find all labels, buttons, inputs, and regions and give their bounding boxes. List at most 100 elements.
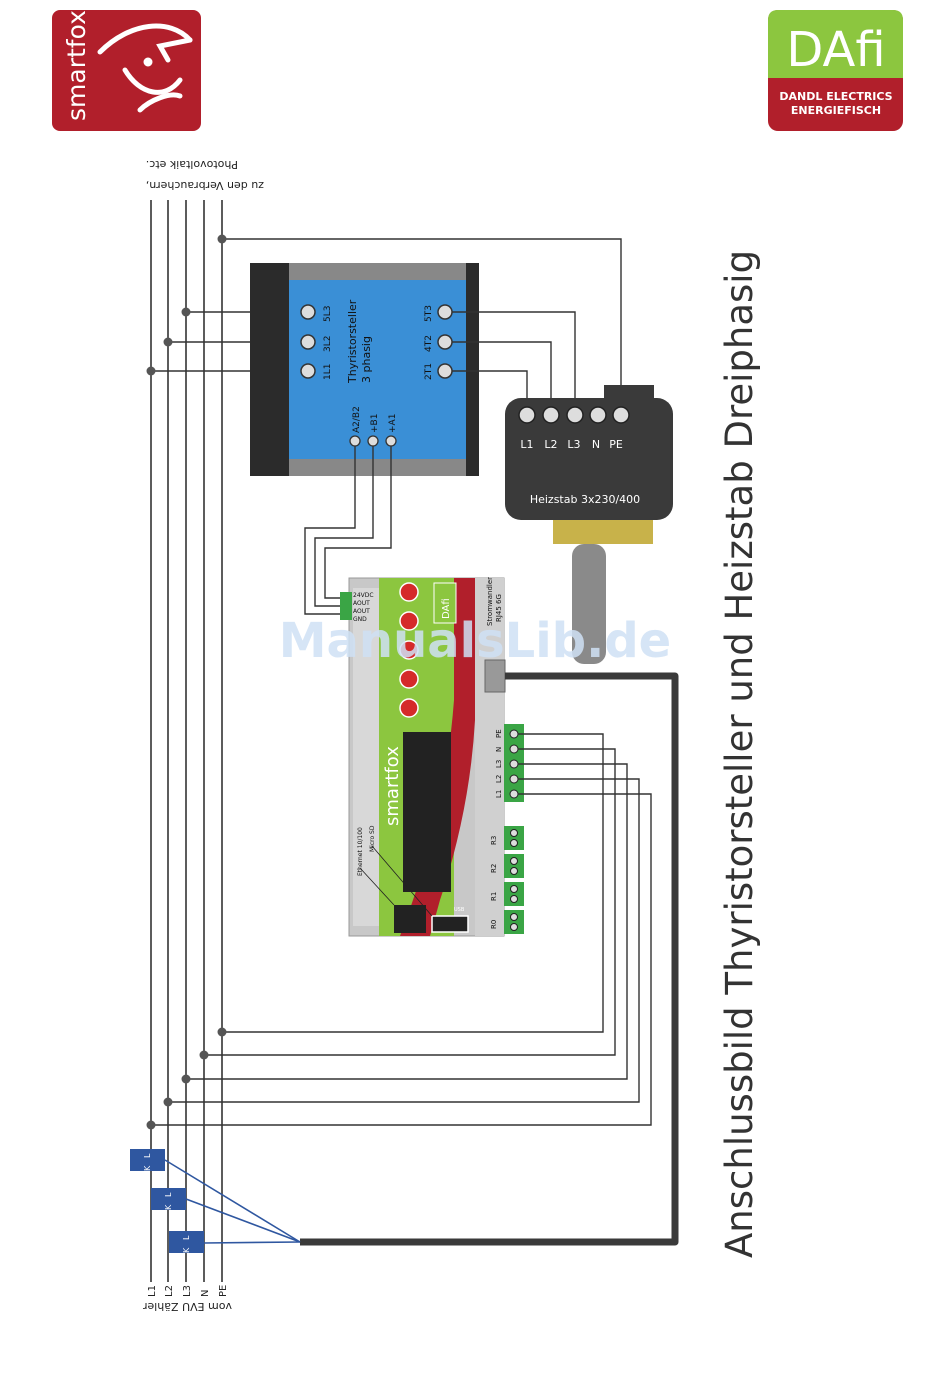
- smartfox-brand-text: smartfox: [382, 746, 403, 826]
- power-label-l2: L2: [495, 775, 503, 783]
- ct-wires: [164, 1159, 301, 1244]
- terminal-a1: [385, 435, 397, 447]
- terminal-3l2: [300, 334, 316, 350]
- thyristor-title: Thyristorsteller: [346, 299, 359, 384]
- terminal-label-a2b2: A2/B2: [352, 406, 362, 433]
- analog-label-aout-2: AOUT: [353, 608, 370, 615]
- terminal-label-5l3: 5L3: [323, 306, 333, 322]
- dafi-logo-brand: DAfi: [786, 22, 885, 78]
- relay-block-r2: [504, 854, 524, 878]
- label-photovoltaik: Photovoltaik etc.: [146, 158, 238, 171]
- terminal-label-a1: +A1: [388, 414, 398, 433]
- ct-l3-l: L: [182, 1235, 191, 1240]
- label-to-consumers: zu den Verbrauchern,: [146, 179, 264, 192]
- thyristor-controller: Thyristorsteller 3 phasig 5L3 3L2 1L1 5T…: [250, 263, 479, 476]
- smartfox-button-1[interactable]: [399, 582, 419, 602]
- thyristor-bottom-band: [289, 459, 466, 476]
- phase-label-n: N: [200, 1290, 211, 1297]
- thyristor-subtitle: 3 phasig: [360, 336, 373, 383]
- ct-l2-l: L: [164, 1192, 173, 1197]
- fox-head-icon: [97, 23, 193, 113]
- smartfox-button-5[interactable]: [399, 698, 419, 718]
- ct-labels: K L K L K L: [143, 1153, 191, 1253]
- smartfox-power-labels: PE N L3 L2 L1: [495, 729, 503, 798]
- smartfox-display: [403, 732, 451, 892]
- smartfox-analog-terminal: [340, 592, 352, 620]
- relay-label-r3: R3: [490, 836, 498, 845]
- ct-l1-k: K: [143, 1165, 152, 1171]
- smartfox-right-panel: [475, 578, 504, 936]
- terminal-5l3: [300, 304, 316, 320]
- dafi-logo: DAfi DANDL ELECTRICS ENERGIEFISCH: [768, 10, 903, 131]
- label-from-meter: vom EVU Zähler: [142, 1300, 232, 1313]
- heater-rod: [572, 544, 606, 664]
- current-transformers: K L K L K L: [130, 1149, 301, 1253]
- power-label-pe: PE: [495, 729, 503, 738]
- ct-l2-k: K: [164, 1204, 173, 1210]
- analog-label-24vdc: 24VDC: [353, 592, 374, 599]
- heater-terminal-l1: [518, 406, 536, 424]
- smartfox-ct-label-2: RJ45 6G: [495, 594, 503, 622]
- heater: L1 L2 L3 N PE Heizstab 3x230/400: [505, 385, 673, 664]
- dafi-logo-green: [768, 10, 903, 78]
- heater-terminals: [518, 406, 630, 424]
- smartfox-usb-label: USB: [454, 907, 465, 913]
- smartfox-power-wires: [151, 733, 652, 1126]
- ct-l3: [169, 1231, 204, 1253]
- analog-label-aout-1: AOUT: [353, 600, 370, 607]
- smartfox-button-2[interactable]: [399, 611, 419, 631]
- terminal-label-3l2: 3L2: [323, 336, 333, 352]
- thyristor-top-band: [289, 263, 466, 280]
- smartfox-device: smartfox DAfi 24VDC AOUT AOUT GND Stromw…: [340, 577, 524, 937]
- phase-label-l3: L3: [182, 1285, 193, 1297]
- terminal-label-b1: +B1: [370, 414, 380, 433]
- thyristor-input-terminals: 5L3 3L2 1L1: [300, 304, 333, 380]
- heater-terminal-l3: [566, 406, 584, 424]
- smartfox-logo-text: smartfox: [62, 10, 91, 121]
- thyristor-face: [289, 280, 466, 459]
- control-wires: [304, 446, 392, 615]
- phase-label-l1: L1: [147, 1285, 158, 1297]
- relay-label-r2: R2: [490, 864, 498, 873]
- terminal-label-5t3: 5T3: [424, 305, 434, 322]
- smartfox-dafi-badge: [433, 582, 457, 624]
- relay-block-r0: [504, 910, 524, 934]
- heater-terminal-label-l3: L3: [567, 438, 580, 451]
- smartfox-buttons: [399, 582, 419, 718]
- smartfox-red-badge: [458, 583, 472, 623]
- smartfox-dafi-text: DAfi: [441, 598, 452, 619]
- terminal-b1: [367, 435, 379, 447]
- smartfox-relays: R3 R2 R1 R0: [490, 826, 524, 934]
- terminal-label-1l1: 1L1: [323, 364, 333, 380]
- smartfox-button-3[interactable]: [399, 640, 419, 660]
- smartfox-leader-lines: [359, 845, 433, 917]
- heater-terminal-l2: [542, 406, 560, 424]
- heater-head: [505, 398, 673, 520]
- terminal-2t1: [437, 363, 453, 379]
- page-title: Anschlussbild Thyristorsteller und Heizs…: [718, 250, 761, 1258]
- power-label-n: N: [495, 747, 503, 752]
- smartfox-microsd-slot: [431, 915, 469, 933]
- heater-terminal-label-l1: L1: [520, 438, 533, 451]
- terminal-4t2: [437, 334, 453, 350]
- thyristor-output-terminals: 5T3 4T2 2T1: [424, 304, 453, 380]
- heater-terminal-label-pe: PE: [609, 438, 623, 451]
- terminal-1l1: [300, 363, 316, 379]
- ct-l1: [130, 1149, 165, 1171]
- terminal-a2b2: [349, 435, 361, 447]
- phase-label-l2: L2: [164, 1285, 175, 1297]
- power-label-l1: L1: [495, 790, 503, 798]
- smartfox-button-4[interactable]: [399, 669, 419, 689]
- dafi-logo-line1: DANDL ELECTRICS: [779, 90, 892, 103]
- terminal-5t3: [437, 304, 453, 320]
- watermark: ManualsLib.de: [279, 613, 671, 669]
- junction-dots-bottom: [146, 1027, 227, 1130]
- smartfox-ethernet-port: [394, 905, 426, 933]
- smartfox-red-swoosh: [400, 578, 475, 936]
- smartfox-ct-label-1: Stromwandler: [486, 577, 494, 626]
- relay-block-r3: [504, 826, 524, 850]
- heater-terminal-label-l2: L2: [544, 438, 557, 451]
- smartfox-logo: smartfox: [52, 10, 201, 131]
